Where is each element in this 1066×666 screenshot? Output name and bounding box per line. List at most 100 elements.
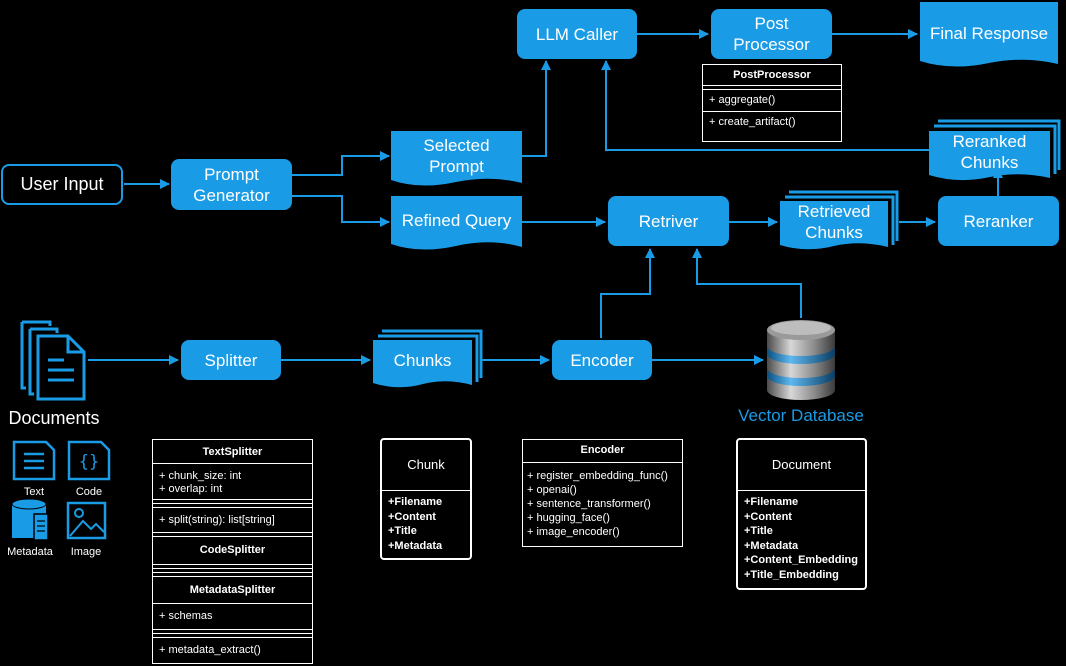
reranked-chunks-node: Reranked Chunks — [929, 130, 1050, 174]
prompt-generator-node: Prompt Generator — [171, 159, 292, 210]
svg-text:{}: {} — [79, 452, 99, 472]
class-fields: +Filename +Content +Title +Metadata — [382, 490, 470, 557]
reranker-label: Reranker — [963, 211, 1034, 231]
class-field: +Content — [744, 510, 792, 523]
class-field: +Title — [388, 525, 417, 537]
vector-database-icon — [767, 320, 835, 400]
class-name: Encoder — [580, 444, 625, 456]
divider — [153, 499, 312, 503]
divider — [153, 503, 312, 507]
encoder-label: Encoder — [570, 350, 634, 370]
splitter-label: Splitter — [204, 350, 258, 370]
class-method: + create_artifact() — [703, 111, 841, 133]
class-method: + image_encoder() — [527, 526, 620, 538]
edge-promptgen-refinedquery — [292, 195, 390, 227]
retrieved-chunks-shape — [780, 190, 899, 250]
documents-label: Documents — [8, 408, 100, 428]
llm-caller-node: LLM Caller — [517, 9, 637, 59]
edge-reranked-llmcaller — [601, 60, 929, 151]
class-attribute: + schemas — [153, 603, 312, 629]
final-response-label: Final Response — [929, 23, 1049, 43]
codesplitter-name: CodeSplitter — [153, 536, 312, 564]
chunks-label: Chunks — [393, 350, 452, 370]
retriver-node: Retriver — [608, 196, 729, 246]
prompt-generator-label: Prompt Generator — [193, 164, 270, 205]
divider — [153, 572, 312, 576]
final-response-shape — [920, 2, 1058, 67]
code-file-icon: {} — [67, 440, 111, 481]
selected-prompt-node: Selected Prompt — [391, 133, 522, 179]
edge-vectordb-retriver — [692, 248, 802, 318]
splitter-node: Splitter — [181, 340, 281, 380]
class-method: + split(string): list[string] — [153, 507, 312, 532]
selected-prompt-label: Selected Prompt — [423, 136, 490, 176]
postprocessor-class: PostProcessor + aggregate() + create_art… — [702, 64, 842, 142]
image-file-icon — [66, 501, 107, 540]
chunks-node: Chunks — [373, 340, 472, 380]
post-processor-node: Post Processor — [711, 9, 832, 59]
edge-promptgen-selectedprompt — [292, 151, 390, 176]
textsplitter-name: TextSplitter — [202, 446, 263, 458]
vector-database-label: Vector Database — [738, 406, 864, 425]
class-attribute: + overlap: int — [159, 483, 223, 495]
metadata-type-label: Metadata — [7, 546, 53, 558]
document-class: Document +Filename +Content +Title +Meta… — [736, 438, 867, 590]
user-input-node: User Input — [1, 164, 123, 205]
textsplitter-attributes: + chunk_size: int + overlap: int — [153, 463, 312, 499]
class-fields: +Filename +Content +Title +Metadata +Con… — [738, 490, 865, 586]
llm-caller-label: LLM Caller — [535, 24, 619, 44]
final-response-node: Final Response — [920, 6, 1058, 60]
divider — [153, 629, 312, 633]
class-field: +Content_Embedding — [744, 554, 858, 566]
class-field: +Title_Embedding — [744, 568, 839, 581]
class-field: +Metadata — [744, 539, 799, 552]
divider — [153, 532, 312, 536]
class-field: +Content — [388, 510, 436, 523]
metadatasplitter-name: MetadataSplitter — [153, 576, 312, 603]
code-type-label: Code — [75, 486, 103, 498]
class-method: + hugging_face() — [527, 512, 610, 524]
class-name: Document — [771, 457, 832, 472]
class-methods: + register_embedding_func() + openai() +… — [523, 462, 682, 545]
class-method: + metadata_extract() — [153, 637, 312, 663]
refined-query-label: Refined Query — [401, 210, 512, 230]
reranked-chunks-label: Reranked Chunks — [952, 132, 1027, 172]
splitter-classes: TextSplitter + chunk_size: int + overlap… — [152, 439, 313, 664]
reranker-node: Reranker — [938, 196, 1059, 246]
chunk-class: Chunk +Filename +Content +Title +Metadat… — [380, 438, 472, 560]
class-field: +Metadata — [388, 539, 443, 552]
class-method: + openai() — [527, 484, 577, 496]
class-name: Chunk — [407, 457, 445, 472]
encoder-class: Encoder + register_embedding_func() + op… — [522, 439, 683, 547]
retrieved-chunks-node: Retrieved Chunks — [780, 199, 888, 244]
edge-selectedprompt-llmcaller — [522, 60, 551, 157]
reranked-chunks-shape — [929, 119, 1061, 181]
text-type-label: Text — [23, 486, 45, 498]
retriver-label: Retriver — [638, 211, 699, 231]
divider — [153, 568, 312, 572]
metadata-database-icon — [11, 498, 49, 541]
class-name: PostProcessor — [733, 69, 811, 81]
encoder-node: Encoder — [552, 340, 652, 380]
divider — [153, 564, 312, 568]
class-method: + sentence_transformer() — [527, 498, 651, 510]
retrieved-chunks-label: Retrieved Chunks — [797, 201, 871, 242]
user-input-label: User Input — [20, 174, 104, 194]
refined-query-shape — [391, 196, 522, 250]
post-processor-label: Post Processor — [733, 14, 810, 54]
class-field: +Title — [744, 525, 773, 537]
class-field: +Filename — [388, 496, 443, 508]
documents-icon — [20, 320, 86, 401]
edge-encoder-retriver — [600, 248, 655, 338]
chunks-shape — [373, 329, 483, 388]
selected-prompt-shape — [391, 131, 522, 186]
text-file-icon — [12, 440, 56, 481]
class-field: +Filename — [744, 496, 799, 508]
divider — [153, 633, 312, 637]
class-method: + aggregate() — [703, 89, 841, 111]
class-method: + register_embedding_func() — [527, 470, 668, 482]
class-attribute: + chunk_size: int — [159, 470, 242, 482]
class-attributes — [703, 85, 841, 89]
refined-query-node: Refined Query — [391, 197, 522, 243]
